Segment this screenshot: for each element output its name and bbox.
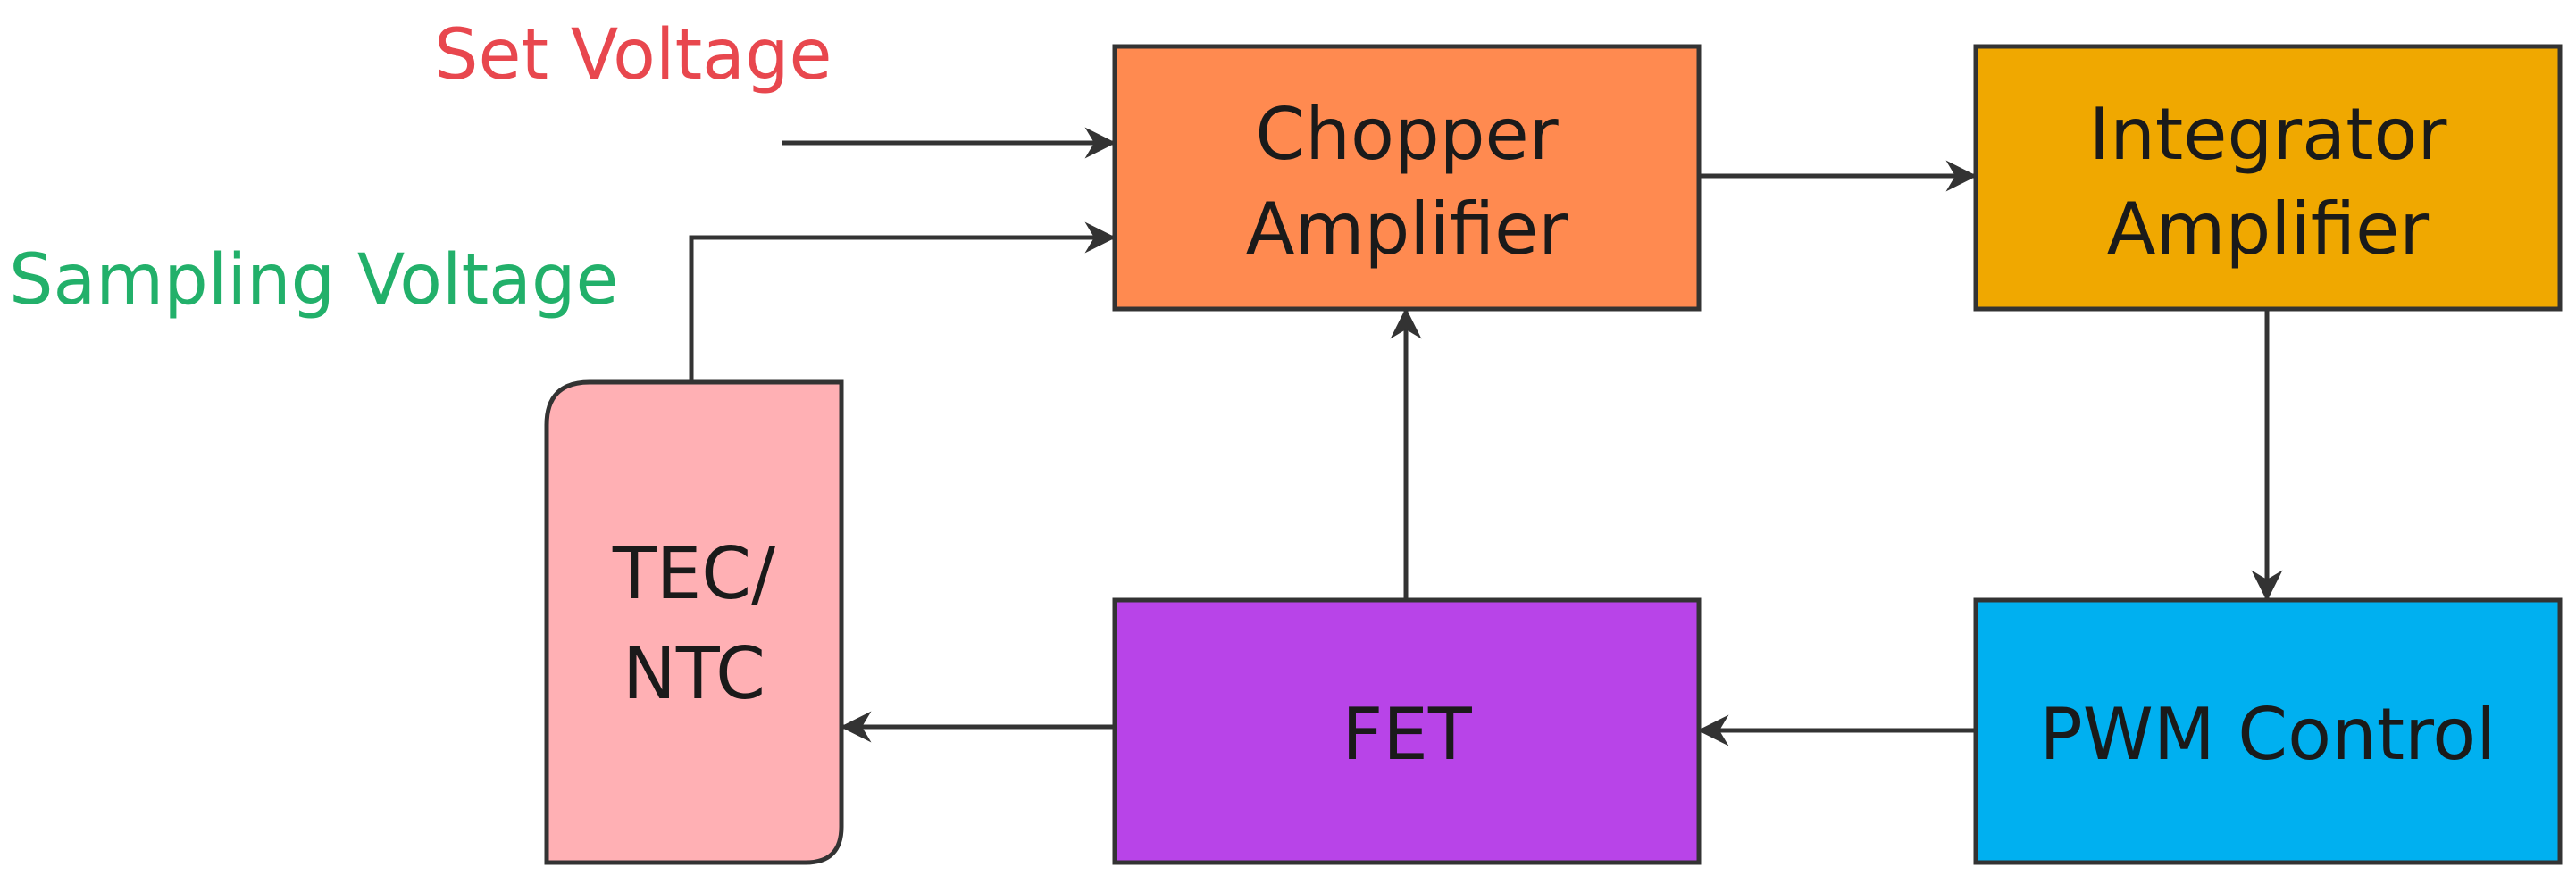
sampling-voltage-arrow [689, 221, 1117, 382]
pwm-control-label: PWM Control [2040, 693, 2497, 776]
integrator-amplifier-label-line2: Amplifier [2107, 188, 2430, 271]
sampling-voltage-label: Sampling Voltage [9, 240, 618, 321]
tec-ntc-label-line2: NTC [623, 632, 765, 715]
pwm-control-box [1973, 597, 2563, 865]
tec-ntc-label-line1: TEC/ [612, 532, 775, 615]
fet-block: FET [1112, 597, 1702, 865]
fet-label: FET [1342, 693, 1473, 776]
pwm-control-block: PWM Control [1973, 597, 2563, 865]
integrator-amplifier-label-line1: Integrator [2089, 93, 2447, 176]
chopper-amplifier-label-line2: Amplifier [1246, 188, 1568, 271]
chopper-amplifier-block: Chopper Amplifier [1112, 44, 1702, 312]
tec-ntc-box [544, 379, 844, 865]
integrator-amplifier-box [1973, 44, 2563, 312]
chopper-amplifier-box [1112, 44, 1702, 312]
chopper-amplifier-label-line1: Chopper [1255, 93, 1558, 176]
fet-box [1112, 597, 1702, 865]
tec-ntc-block: TEC/ NTC [544, 379, 844, 865]
integrator-amplifier-block: Integrator Amplifier [1973, 44, 2563, 312]
set-voltage-label: Set Voltage [434, 15, 832, 96]
